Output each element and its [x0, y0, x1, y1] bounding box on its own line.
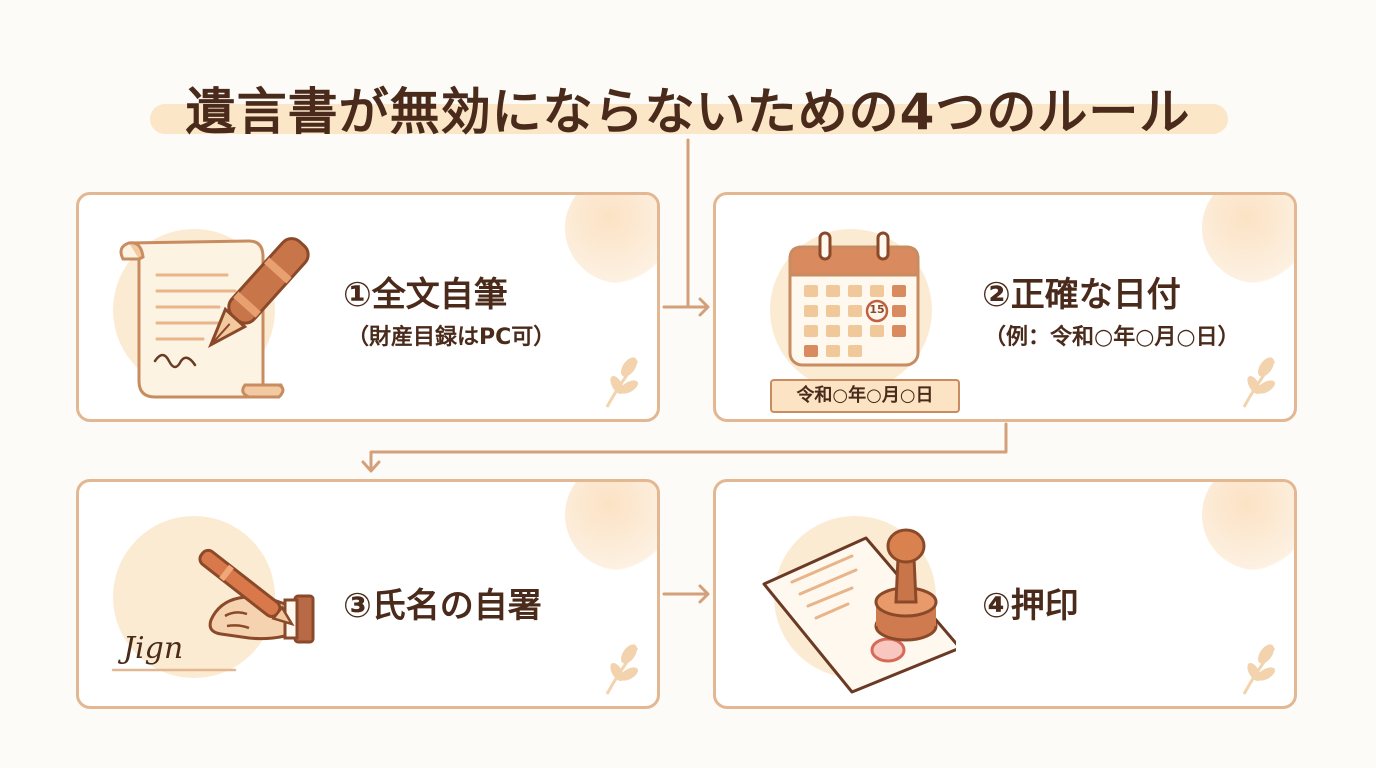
rule-4-label: ④押印 — [982, 586, 1079, 626]
signature-text: Jign — [117, 631, 183, 666]
date-badge: 令和○年○月○日 — [770, 379, 960, 413]
rule-1-label: ①全文自筆 — [343, 275, 508, 315]
illustration-calendar: 15 令和○年○月○日 — [736, 211, 960, 413]
illustration-signing-hand: Jign — [99, 498, 319, 694]
rule-card-date: 15 令和○年○月○日 ②正確な日付 （例：令和○年○月○日） — [713, 192, 1297, 422]
connector-title-to-2 — [686, 138, 708, 309]
calendar-icon — [788, 231, 920, 367]
page-title: 遺言書が無効にならないための4つのルール — [185, 83, 1191, 141]
rule-2-label: ②正確な日付 — [982, 275, 1181, 315]
arrowhead-to-3 — [361, 460, 381, 473]
title-area: 遺言書が無効にならないための4つのルール — [0, 58, 1376, 142]
illustration-stamp — [736, 498, 956, 694]
title-highlight — [150, 104, 1228, 134]
rule-2-note: （例：令和○年○月○日） — [984, 325, 1240, 350]
rule-card-handwritten: ①全文自筆 （財産目録はPC可） — [76, 192, 660, 422]
signing-hand-icon: Jign — [111, 548, 315, 672]
leaf-icon — [605, 357, 639, 408]
rule-card-signature: Jign ③氏名の自署 — [76, 479, 660, 709]
connector-2-to-3 — [369, 422, 1008, 472]
decor-blob — [565, 482, 657, 570]
decor-blob — [565, 195, 657, 283]
rule-1-note: （財産目録はPC可） — [347, 325, 556, 350]
rule-card-seal: ④押印 — [713, 479, 1297, 709]
calendar-day: 15 — [869, 303, 885, 316]
stamp-document-icon — [762, 528, 956, 694]
scroll-pen-icon — [119, 237, 310, 399]
decor-blob — [1202, 482, 1294, 570]
rule-3-label: ③氏名の自署 — [343, 586, 542, 626]
arrowhead-to-2 — [698, 297, 710, 317]
leaf-icon — [1242, 357, 1276, 408]
arrowhead-to-4 — [698, 584, 710, 604]
decor-blob — [1202, 195, 1294, 283]
leaf-icon — [1242, 644, 1276, 695]
illustration-scroll-pen — [99, 211, 319, 407]
leaf-icon — [605, 644, 639, 695]
